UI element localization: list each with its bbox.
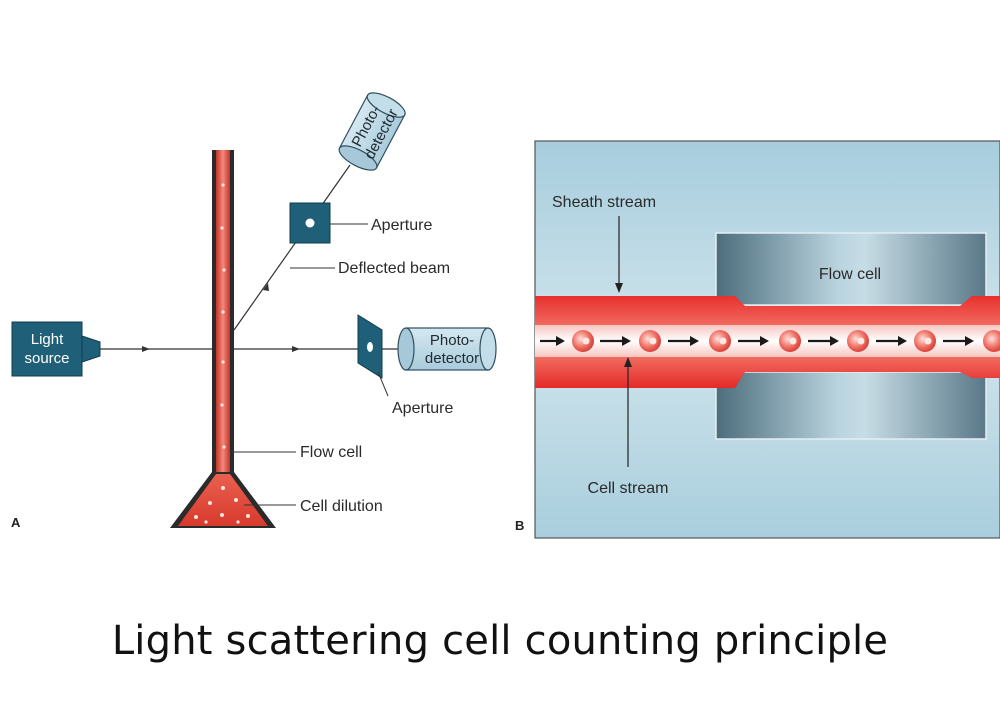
panel-a-letter: A bbox=[11, 515, 21, 530]
sheath-stream-label: Sheath stream bbox=[552, 194, 656, 211]
photodetector-right: Photo- detector bbox=[397, 327, 497, 371]
flow-cell-block-bottom bbox=[715, 371, 987, 440]
panel-b-letter: B bbox=[515, 518, 524, 533]
stream-cells bbox=[572, 330, 1000, 352]
light-source-label-2: source bbox=[24, 350, 69, 367]
light-source: Light source bbox=[11, 321, 101, 377]
deflected-beam-arrow bbox=[263, 283, 269, 291]
aperture-right-label: Aperture bbox=[392, 400, 453, 417]
stream-arrow-heads bbox=[556, 336, 974, 346]
photodetector-right-label-2: detector bbox=[425, 350, 479, 367]
panel-b: Sheath stream Flow cell Cell stream B bbox=[515, 140, 1000, 539]
cell-stream-arrow bbox=[624, 357, 632, 367]
flow-cell-label: Flow cell bbox=[300, 444, 362, 461]
forward-beam-arrow bbox=[292, 346, 300, 352]
photodetector-right-label-1: Photo- bbox=[430, 332, 474, 349]
photodetector-top: Photo- detector bbox=[338, 92, 406, 171]
deflected-beam-label: Deflected beam bbox=[338, 260, 450, 277]
light-source-label-1: Light bbox=[31, 331, 64, 348]
flow-cell-b-label: Flow cell bbox=[819, 266, 881, 283]
sheath-stream-top bbox=[535, 296, 1000, 325]
flow-cell-block-top bbox=[715, 232, 987, 306]
cell-dilution-label: Cell dilution bbox=[300, 498, 383, 515]
tube-cells bbox=[220, 183, 226, 449]
beam-arrow bbox=[142, 346, 150, 352]
aperture-right bbox=[357, 314, 383, 379]
aperture-right-leader bbox=[377, 371, 389, 397]
cell-stream-label: Cell stream bbox=[588, 480, 669, 497]
aperture-top-label: Aperture bbox=[371, 217, 432, 234]
sheath-stream-bottom bbox=[535, 357, 1000, 388]
cell bbox=[983, 330, 1000, 352]
figure-caption: Light scattering cell counting principle bbox=[111, 618, 889, 664]
panel-a: Light source bbox=[11, 92, 497, 530]
flow-tube bbox=[212, 150, 234, 472]
cell-dilution-cone bbox=[170, 472, 276, 528]
sheath-stream-arrow bbox=[615, 283, 623, 293]
aperture-top bbox=[289, 202, 331, 244]
